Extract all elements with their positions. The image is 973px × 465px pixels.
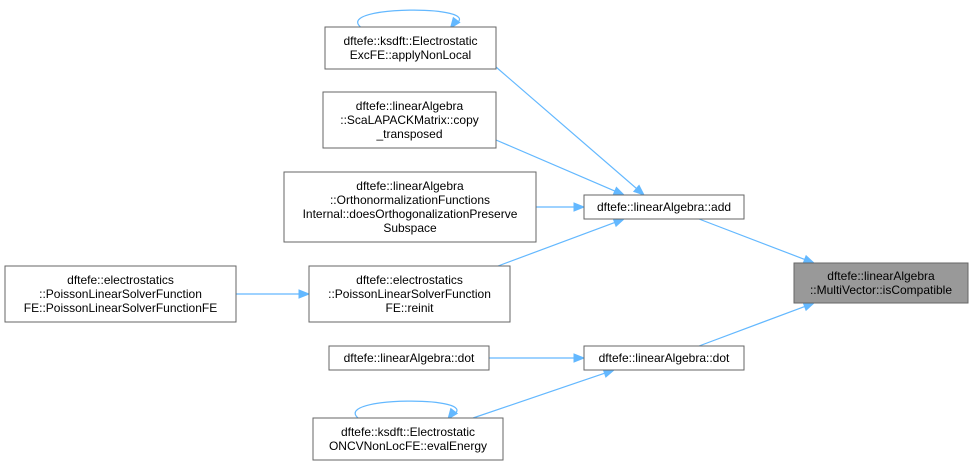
node-label-line: dftefe::electrostatics	[356, 273, 463, 287]
node-label-line: Subspace	[383, 221, 437, 235]
node-label-line: dftefe::linearAlgebra::dot	[599, 351, 730, 365]
arrowhead	[602, 368, 616, 378]
node-box	[328, 345, 490, 371]
node-dot-main[interactable]: dftefe::linearAlgebra::dot	[583, 345, 745, 371]
edge-eval-energy-to-dot-main	[472, 368, 616, 419]
node-dot-caller[interactable]: dftefe::linearAlgebra::dot	[328, 345, 490, 371]
edge-dot-caller-to-dot-main	[489, 353, 586, 363]
edge-eval-energy-to-eval-energy	[354, 400, 459, 421]
node-box	[283, 171, 537, 243]
edge-line	[497, 221, 616, 267]
node-label-line: ::MultiVector::isCompatible	[810, 283, 952, 297]
node-label-line: FE::PoissonLinearSolverFunctionFE	[24, 301, 217, 315]
node-label-line: dftefe::linearAlgebra	[827, 269, 935, 283]
arrowhead	[802, 254, 816, 264]
node-label-line: dftefe::electrostatics	[67, 273, 174, 287]
node-label-line: ExcFE::applyNonLocal	[350, 48, 471, 62]
node-label-line: dftefe::linearAlgebra	[356, 179, 464, 193]
node-eval-energy[interactable]: dftefe::ksdft::ElectrostaticONCVNonLocFE…	[312, 417, 504, 461]
edge-line	[354, 400, 458, 419]
node-poisson-ctor[interactable]: dftefe::electrostatics::PoissonLinearSol…	[4, 265, 237, 323]
edge-dot-main-to-is-compatible	[698, 302, 816, 347]
arrowhead	[573, 202, 586, 212]
node-label-line: ::ScaLAPACKMatrix::copy	[340, 113, 479, 127]
edge-line	[698, 305, 806, 347]
arrowhead	[447, 407, 459, 421]
nodes-layer: dftefe::linearAlgebra::MultiVector::isCo…	[4, 26, 969, 461]
arrowhead	[802, 302, 816, 312]
edge-line	[472, 372, 606, 419]
node-apply-nonlocal[interactable]: dftefe::ksdft::ElectrostaticExcFE::apply…	[324, 26, 497, 70]
node-box	[4, 265, 237, 323]
edge-line	[495, 139, 616, 192]
edge-poisson-ctor-to-reinit	[236, 289, 311, 299]
node-label-line: Internal::doesOrthogonalizationPreserve	[303, 207, 518, 221]
arrowhead	[612, 218, 626, 228]
node-does-orthogonalization[interactable]: dftefe::linearAlgebra::Orthonormalizatio…	[283, 171, 537, 243]
node-label-line: ::PoissonLinearSolverFunction	[328, 287, 491, 301]
arrowhead	[632, 184, 646, 196]
node-label-line: ::OrthonormalizationFunctions	[330, 193, 490, 207]
node-label-line: ::PoissonLinearSolverFunction	[39, 287, 202, 301]
node-label-line: dftefe::linearAlgebra::add	[597, 200, 731, 214]
arrowhead	[612, 186, 626, 196]
edge-apply-nonlocal-to-apply-nonlocal	[357, 9, 461, 30]
node-reinit[interactable]: dftefe::electrostatics::PoissonLinearSol…	[308, 265, 511, 323]
node-label-line: _transposed	[375, 127, 442, 141]
edge-does-orthogonalization-to-add	[536, 202, 586, 212]
node-box	[308, 265, 511, 323]
node-is-compatible[interactable]: dftefe::linearAlgebra::MultiVector::isCo…	[793, 262, 969, 304]
edge-add-to-is-compatible	[698, 218, 816, 264]
node-label-line: dftefe::ksdft::Electrostatic	[341, 425, 475, 439]
node-box	[324, 26, 497, 70]
node-label-line: dftefe::linearAlgebra	[356, 99, 464, 113]
node-label-line: dftefe::ksdft::Electrostatic	[343, 34, 477, 48]
node-box	[583, 194, 745, 220]
arrowhead	[298, 289, 311, 299]
arrowhead	[449, 16, 461, 30]
arrowhead	[573, 353, 586, 363]
node-copy-transposed[interactable]: dftefe::linearAlgebra::ScaLAPACKMatrix::…	[322, 91, 497, 149]
node-box	[793, 262, 969, 304]
edges-layer	[236, 9, 816, 421]
node-box	[583, 345, 745, 371]
node-label-line: FE::reinit	[385, 301, 434, 315]
node-label-line: dftefe::linearAlgebra::dot	[344, 351, 475, 365]
edge-line	[495, 66, 638, 190]
edge-line	[698, 218, 806, 261]
edge-apply-nonlocal-to-add	[495, 66, 646, 196]
node-box	[322, 91, 497, 149]
node-label-line: ONCVNonLocFE::evalEnergy	[329, 439, 487, 453]
node-box	[312, 417, 504, 461]
node-add[interactable]: dftefe::linearAlgebra::add	[583, 194, 745, 220]
edge-line	[357, 9, 460, 28]
